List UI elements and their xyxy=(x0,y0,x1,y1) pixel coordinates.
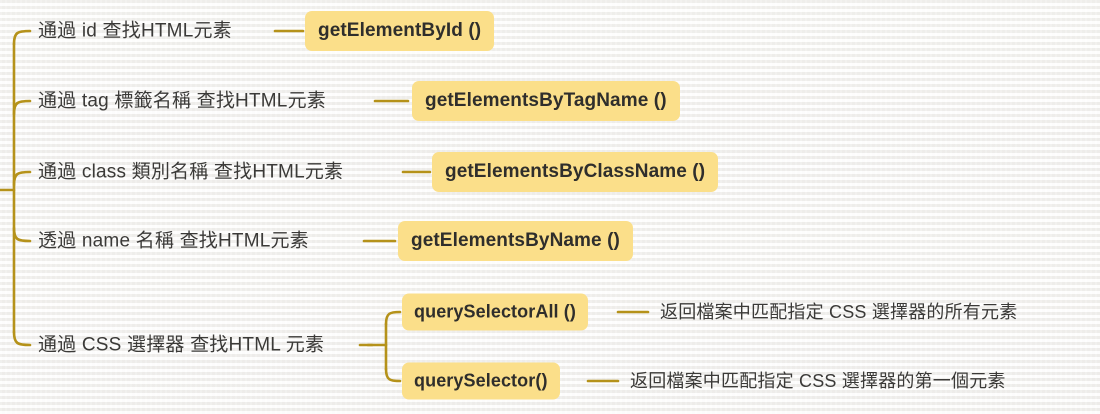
branch-curve-by-css xyxy=(12,330,32,347)
method-badge-get-elements-by-tag-name[interactable]: getElementsByTagName () xyxy=(412,81,680,121)
method-badge-query-selector[interactable]: querySelector() xyxy=(402,362,560,400)
branch-label-by-class: 通過 class 類別名稱 查找HTML元素 xyxy=(38,161,344,183)
css-subbracket-curve-all xyxy=(384,310,402,326)
branch-curve-by-class xyxy=(12,170,32,187)
branch-curve-by-id xyxy=(12,29,32,46)
branch-label-by-tag: 通過 tag 標籤名稱 查找HTML元素 xyxy=(38,90,326,112)
description-query-selector-all: 返回檔案中匹配指定 CSS 選擇器的所有元素 xyxy=(660,302,1018,322)
branch-label-by-id: 通過 id 查找HTML元素 xyxy=(38,20,232,42)
method-badge-query-selector-all[interactable]: querySelectorAll () xyxy=(402,293,588,331)
branch-curve-by-tag xyxy=(12,99,32,116)
method-badge-get-elements-by-name[interactable]: getElementsByName () xyxy=(398,221,633,261)
method-badge-get-elements-by-class-name[interactable]: getElementsByClassName () xyxy=(432,152,719,192)
branch-label-by-css: 通過 CSS 選擇器 查找HTML 元素 xyxy=(38,334,325,356)
method-badge-get-element-by-id[interactable]: getElementById () xyxy=(305,11,495,51)
branch-curve-by-name xyxy=(12,226,32,243)
description-query-selector: 返回檔案中匹配指定 CSS 選擇器的第一個元素 xyxy=(630,371,1006,391)
css-subbracket-curve-first xyxy=(384,367,402,383)
branch-label-by-name: 透過 name 名稱 查找HTML元素 xyxy=(38,230,309,252)
